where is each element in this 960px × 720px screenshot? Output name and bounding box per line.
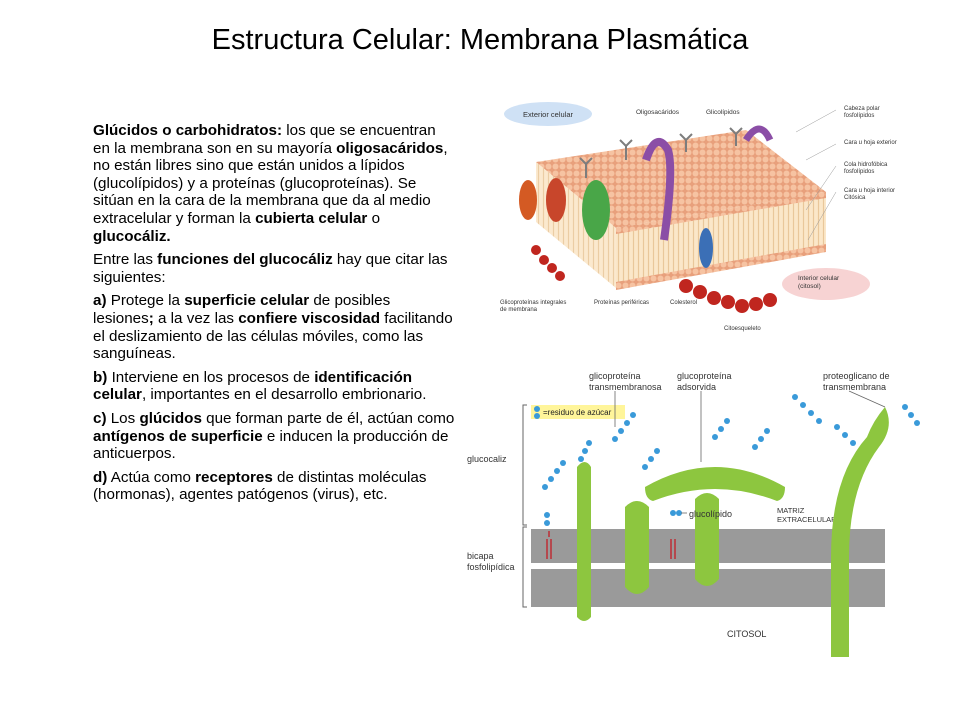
text-segment: de distintas moléculas (hormonas), agent…	[93, 468, 427, 504]
bold-text: Glúcidos o carbohidratos:	[93, 122, 283, 139]
text-segment: Entre las	[93, 251, 158, 269]
text-segment: facilitando el deslizamiento de las célu…	[93, 309, 453, 363]
text-segment: hay que citar las siguientes:	[93, 251, 448, 286]
svg-text:Interior celular(citosol): Interior celular(citosol)	[798, 275, 840, 290]
label-glucolipido: glucolípido	[689, 509, 732, 519]
label-oligosacaridos: Oligosacáridos	[636, 109, 680, 116]
bold-text: oligosacáridos	[336, 139, 444, 157]
paragraph: Glúcidos o carbohidratos: los que se enc…	[93, 122, 455, 245]
membrane-3d-figure: Exterior celular Oligosacáridos Glicolíp…	[500, 102, 897, 332]
bold-text: ;	[148, 309, 154, 327]
bold-text: identificación celular	[93, 368, 413, 404]
label-glicolipidos: Glicolípidos	[706, 109, 740, 116]
bold-text: funciones del glucocáliz	[157, 251, 333, 269]
text-segment: Actúa como	[107, 468, 196, 486]
text-segment: a la vez las	[153, 309, 239, 327]
label-citoesqueleto: Citoesqueleto	[724, 326, 761, 332]
bold-text: glucocáliz.	[93, 227, 171, 245]
bold-text: superficie celular	[184, 292, 310, 310]
text-segment: de posibles lesiones	[93, 292, 391, 327]
bold-text: antígenos de superficie	[93, 427, 263, 445]
sugar-chains	[542, 394, 920, 526]
text-segment: , importantes en el desarrollo embrionar…	[141, 386, 427, 404]
paragraph: Entre las funciones del glucocáliz hay q…	[93, 251, 455, 286]
transmembrane-glycoprotein	[577, 462, 591, 621]
bold-text: b)	[93, 368, 108, 386]
slide-title: Estructura Celular: Membrana Plasmática	[211, 24, 749, 56]
label-cara-exterior: Cara u hoja exterior	[844, 140, 897, 146]
bilayer-side	[616, 192, 826, 288]
text-segment: los que se encuentran en la membrana son…	[93, 122, 436, 157]
bold-text: receptores	[195, 468, 273, 486]
bold-text: glúcidos	[139, 409, 202, 427]
body-text: Glúcidos o carbohidratos: los que se enc…	[93, 122, 455, 510]
text-segment: Interviene en los procesos de	[107, 368, 315, 386]
paragraph: b) Interviene en los procesos de identif…	[93, 369, 455, 404]
paragraph: c) Los glúcidos que forman parte de él, …	[93, 410, 455, 463]
bold-text: cubierta celular	[255, 209, 368, 227]
bold-text: confiere viscosidad	[238, 309, 381, 327]
bold-text: c)	[93, 409, 107, 427]
text-segment: que forman parte de él, actúan como	[201, 409, 455, 427]
text-segment: Los	[106, 409, 140, 427]
label-proteinas-perifericas: Proteínas periféricas	[594, 300, 649, 306]
text-segment: , no están libres sino que están unidos …	[93, 139, 448, 227]
adsorbed-glycoprotein	[645, 467, 785, 501]
bold-text: d)	[93, 468, 108, 486]
exterior-label: Exterior celular	[504, 102, 592, 126]
text-segment: e inducen la producción de anticuerpos.	[93, 427, 449, 463]
paragraph: d) Actúa como receptores de distintas mo…	[93, 469, 455, 504]
bold-text: a)	[93, 292, 107, 310]
paragraph: a) Protege la superficie celular de posi…	[93, 292, 455, 362]
label-glucocaliz: glucocaliz	[467, 454, 507, 464]
text-segment: o	[367, 209, 381, 227]
proteoglycan	[831, 407, 889, 657]
label-colesterol: Colesterol	[670, 300, 697, 306]
cytoskeleton	[531, 245, 777, 313]
interior-label: Interior celular(citosol)	[782, 268, 870, 300]
integral-protein-green	[582, 180, 610, 240]
svg-text:Exterior celular: Exterior celular	[523, 110, 574, 119]
text-segment: Protege la	[106, 292, 185, 310]
label-citosol: CITOSOL	[727, 629, 766, 639]
sugar-legend: =residuo de azúcar	[531, 405, 625, 419]
svg-text:=residuo de azúcar: =residuo de azúcar	[543, 408, 612, 417]
